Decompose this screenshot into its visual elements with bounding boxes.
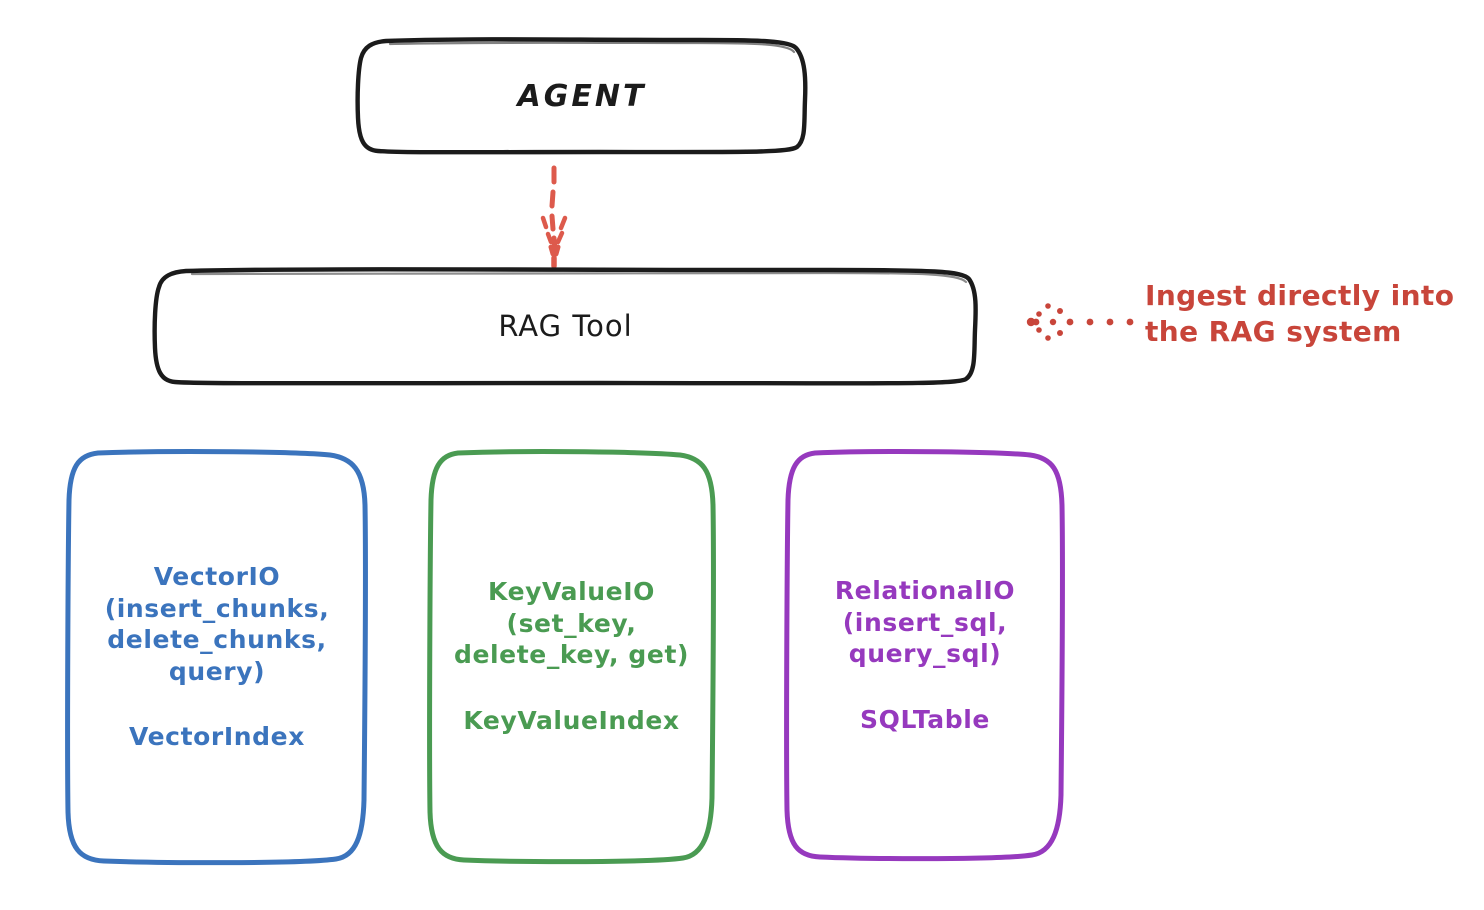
vector-index-label: VectorIndex — [129, 722, 305, 752]
relational-io-label: RelationalIO (insert_sql, query_sql) SQL… — [787, 452, 1063, 858]
key-value-io-ops: KeyValueIO (set_key, delete_key, get) — [453, 577, 690, 669]
vector-io-ops: VectorIO (insert_chunks, delete_chunks, … — [104, 562, 330, 686]
agent-to-rag-arrow — [540, 165, 568, 269]
ingest-annotation-text: Ingest directly into the RAG system — [1145, 279, 1455, 349]
rag-tool-label: RAG Tool — [498, 309, 633, 344]
vector-io-label: VectorIO (insert_chunks, delete_chunks, … — [68, 452, 366, 862]
relational-io-ops: RelationalIO (insert_sql, query_sql) — [834, 576, 1016, 668]
ingest-arrow-icon — [1026, 303, 1134, 341]
sql-table-label: SQLTable — [860, 704, 990, 734]
agent-label: AGENT — [517, 78, 647, 114]
key-value-io-label: KeyValueIO (set_key, delete_key, get) Ke… — [430, 452, 713, 860]
key-value-index-label: KeyValueIndex — [463, 705, 680, 735]
